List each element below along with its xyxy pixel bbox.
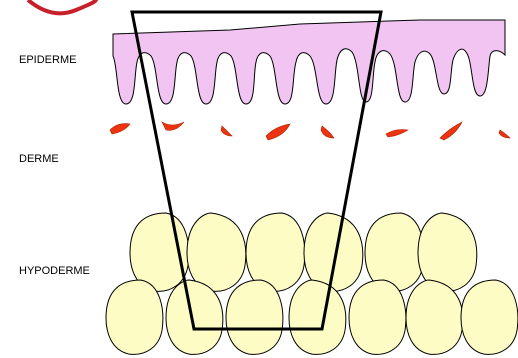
- dermis-cells: [110, 122, 510, 140]
- dermis-cell: [440, 122, 462, 140]
- adipocyte-cell: [187, 213, 246, 291]
- dermis-cell: [110, 124, 130, 134]
- dermis-cell: [499, 130, 510, 138]
- adipocyte-cell: [226, 280, 283, 354]
- dermis-cell: [162, 122, 184, 130]
- dermis-cell: [266, 124, 290, 140]
- dermis-label: DERME: [19, 153, 59, 165]
- adipocyte-cell: [365, 213, 424, 291]
- adipocyte-cell: [418, 213, 477, 291]
- logo-ring: [28, 0, 96, 13]
- hypodermis-label: HYPODERME: [19, 265, 90, 277]
- adipocyte-cell: [106, 280, 163, 354]
- dermis-cell: [386, 130, 408, 138]
- adipocyte-cell: [304, 213, 363, 291]
- adipocyte-cell: [406, 280, 463, 354]
- adipocyte-cell: [461, 280, 518, 354]
- epidermis-layer: [113, 20, 505, 104]
- epidermis-label: EPIDERME: [19, 54, 76, 66]
- adipocyte-cell: [349, 280, 406, 354]
- dermis-cell: [321, 126, 334, 138]
- hypodermis-cells: [106, 213, 518, 354]
- dermis-cell: [221, 126, 232, 136]
- adipocyte-cell: [246, 213, 305, 291]
